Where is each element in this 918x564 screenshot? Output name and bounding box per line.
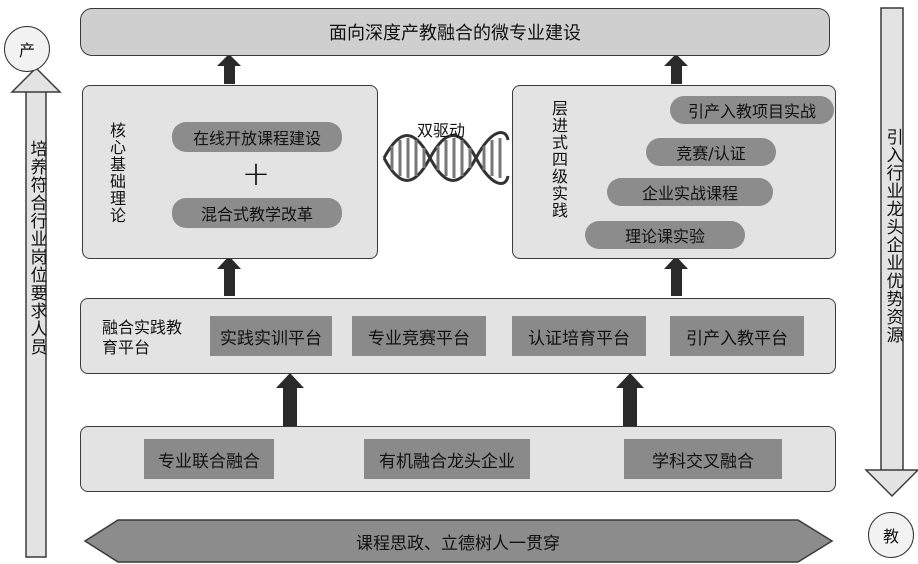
core-theory-title: 核心基础理论 xyxy=(107,122,126,224)
top-goal-box: 面向深度产教融合的微专业建设 xyxy=(80,8,830,56)
right-down-arrowhead xyxy=(864,469,918,498)
jiao-circle: 教 xyxy=(868,512,914,558)
chan-circle: 产 xyxy=(4,26,50,72)
platform-item-industry: 引产入教平台 xyxy=(670,316,804,356)
layer-up-arrows xyxy=(217,54,688,426)
platform-item-training: 实践实训平台 xyxy=(210,316,332,356)
bottom-banner-label: 课程思政、立德树人一贯穿 xyxy=(356,533,560,554)
practice-title: 层进式四级实践 xyxy=(549,100,568,219)
dna-helix xyxy=(382,131,510,185)
platform-item-certification: 认证培育平台 xyxy=(512,316,646,356)
plus-sign: + xyxy=(241,154,271,194)
online-course-pill: 在线开放课程建设 xyxy=(172,122,342,152)
practice-level-2: 企业实战课程 xyxy=(607,178,773,206)
platform-title: 融合实践教育平台 xyxy=(102,318,183,357)
dual-drive-label: 双驱动 xyxy=(417,121,466,140)
platform-item-competition: 专业竞赛平台 xyxy=(352,316,486,356)
practice-level-4: 引产入教项目实战 xyxy=(670,96,834,124)
bottom-banner-shape xyxy=(83,519,834,563)
fusion-enterprise: 有机融合龙头企业 xyxy=(364,439,530,479)
practice-level-3: 竞赛/认证 xyxy=(646,138,776,166)
fusion-interdisciplinary: 学科交叉融合 xyxy=(624,439,782,479)
left-arrow-label: 培养符合行业岗位要求人员 xyxy=(26,140,47,356)
blended-teaching-pill: 混合式教学改革 xyxy=(172,198,342,228)
practice-level-1: 理论课实验 xyxy=(585,221,745,249)
fusion-professional: 专业联合融合 xyxy=(144,439,274,479)
dna-rungs xyxy=(390,138,502,178)
left-up-arrowhead xyxy=(10,66,62,93)
right-arrow-label: 引入行业龙头企业优势资源 xyxy=(882,128,903,344)
core-theory-box xyxy=(82,85,378,259)
